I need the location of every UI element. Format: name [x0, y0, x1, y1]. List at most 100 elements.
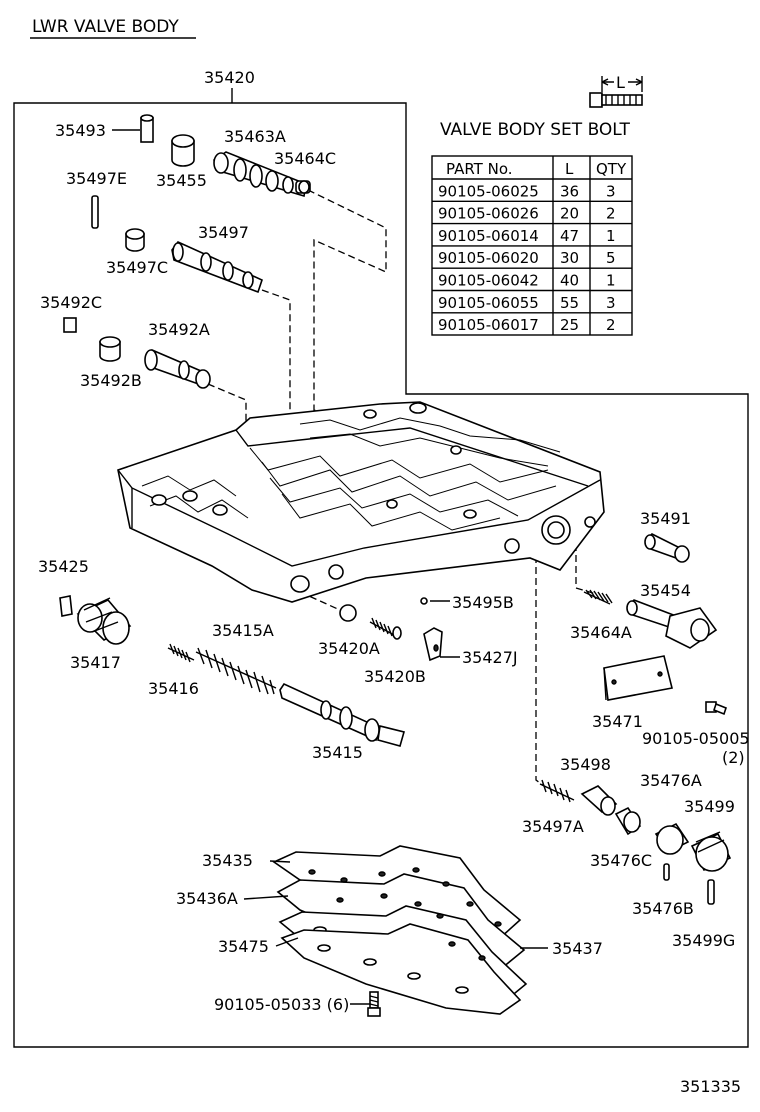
part-35495B-ball[interactable] — [420, 597, 428, 605]
callout-35437[interactable]: 35437 — [552, 939, 603, 958]
table-cell-qty: 2 — [606, 205, 616, 223]
callout-35492A[interactable]: 35492A — [148, 320, 210, 339]
part-35476B-pin[interactable] — [663, 863, 670, 881]
table-cell-length: 36 — [560, 182, 579, 200]
part-35420A-ball[interactable] — [339, 604, 357, 622]
table-cell-qty: 3 — [606, 294, 616, 312]
plate-slots — [308, 867, 502, 961]
part-90105-05005-bolt[interactable] — [705, 701, 727, 716]
callout-35476B[interactable]: 35476B — [632, 899, 694, 918]
table-cell-length: 30 — [560, 249, 579, 267]
table-cell-length: 47 — [560, 227, 579, 245]
part-35492B-plug[interactable] — [99, 336, 121, 362]
diagram-title: LWR VALVE BODY — [32, 17, 179, 37]
part-35497E-pin[interactable] — [91, 195, 99, 229]
callout-35491[interactable]: 35491 — [640, 509, 691, 528]
bolt-table-title: VALVE BODY SET BOLT — [440, 120, 630, 140]
table-cell-length: 40 — [560, 272, 579, 290]
callout-35464A[interactable]: 35464A — [570, 623, 632, 642]
part-35499G-pin[interactable] — [707, 879, 715, 905]
callout-35464C[interactable]: 35464C — [274, 149, 336, 168]
table-cell-part-no[interactable]: 90105-06026 — [438, 205, 539, 223]
callout-35436A[interactable]: 35436A — [176, 889, 238, 908]
callout-35420A[interactable]: 35420A — [318, 639, 380, 658]
callout-90105-05005[interactable]: 90105-05005 — [642, 729, 750, 748]
part-35493-pin[interactable] — [140, 114, 154, 143]
callout-35417[interactable]: 35417 — [70, 653, 121, 672]
callout-35471[interactable]: 35471 — [592, 712, 643, 731]
part-35471-plate[interactable] — [603, 655, 673, 701]
table-cell-qty: 2 — [606, 316, 616, 334]
table-cell-part-no[interactable]: 90105-06055 — [438, 294, 539, 312]
table-cell-part-no[interactable]: 90105-06020 — [438, 249, 539, 267]
part-35437-gasket[interactable] — [280, 923, 522, 1015]
part-35497C-plug[interactable] — [125, 228, 145, 252]
callout-35415A[interactable]: 35415A — [212, 621, 274, 640]
part-35498-sleeve[interactable] — [580, 785, 618, 816]
callout-35476C[interactable]: 35476C — [590, 851, 652, 870]
callout-35497C[interactable]: 35497C — [106, 258, 168, 277]
part-35499-plug[interactable] — [690, 831, 732, 872]
part-35415-valve[interactable] — [279, 682, 405, 747]
callout-35493[interactable]: 35493 — [55, 121, 106, 140]
bolt-length-label: L — [616, 73, 625, 92]
callout-35497E[interactable]: 35497E — [66, 169, 127, 188]
table-cell-length: 25 — [560, 316, 579, 334]
diagram-id: 351335 — [680, 1077, 741, 1096]
part-35454-valve[interactable] — [626, 599, 718, 649]
assembly-frame — [13, 102, 749, 1048]
part-35492C-plug[interactable] — [63, 317, 77, 333]
part-35425-plug[interactable] — [59, 595, 73, 617]
table-cell-part-no[interactable]: 90105-06025 — [438, 182, 539, 200]
callout-35425[interactable]: 35425 — [38, 557, 89, 576]
callout-90105-05005-qty: (2) — [722, 748, 745, 767]
callout-35455[interactable]: 35455 — [156, 171, 207, 190]
callout-35497[interactable]: 35497 — [198, 223, 249, 242]
table-cell-length: 55 — [560, 294, 579, 312]
part-35497-valve[interactable] — [171, 241, 263, 294]
callout-35415[interactable]: 35415 — [312, 743, 363, 762]
part-35497A-spring[interactable] — [539, 779, 575, 803]
callout-35492B[interactable]: 35492B — [80, 371, 142, 390]
callout-35495B[interactable]: 35495B — [452, 593, 514, 612]
table-cell-part-no[interactable]: 90105-06017 — [438, 316, 539, 334]
callout-35499[interactable]: 35499 — [684, 797, 735, 816]
part-35491-plug[interactable] — [644, 533, 690, 563]
callout-35476A[interactable]: 35476A — [640, 771, 702, 790]
callout-35435[interactable]: 35435 — [202, 851, 253, 870]
table-cell-qty: 5 — [606, 249, 616, 267]
part-35464C-spring[interactable] — [295, 180, 311, 194]
part-35463A-valve[interactable] — [213, 151, 307, 198]
callout-35463A[interactable]: 35463A — [224, 127, 286, 146]
table-header-part-no: PART No. — [446, 160, 513, 178]
part-35476C-plug[interactable] — [614, 806, 642, 836]
part-35476A-plug[interactable] — [654, 822, 690, 855]
table-header-qty: QTY — [596, 160, 627, 178]
callout-35497A[interactable]: 35497A — [522, 817, 584, 836]
part-90105-05033-bolt[interactable] — [367, 991, 381, 1017]
callout-35454[interactable]: 35454 — [640, 581, 691, 600]
part-35415A-spring[interactable] — [195, 647, 277, 695]
callout-35416[interactable]: 35416 — [148, 679, 199, 698]
part-35427J-seat[interactable] — [423, 627, 443, 662]
part-35455-plug[interactable] — [171, 134, 195, 167]
callout-35498[interactable]: 35498 — [560, 755, 611, 774]
callout-35492C[interactable]: 35492C — [40, 293, 102, 312]
part-35417-plug[interactable] — [76, 597, 132, 645]
table-cell-part-no[interactable]: 90105-06042 — [438, 272, 539, 290]
callout-35420B[interactable]: 35420B — [364, 667, 426, 686]
part-35464A-spring[interactable] — [583, 589, 613, 605]
part-35416-spring[interactable] — [167, 643, 195, 663]
callout-35499G[interactable]: 35499G — [672, 931, 735, 950]
table-cell-part-no[interactable]: 90105-06014 — [438, 227, 539, 245]
part-35420B-spring[interactable] — [369, 617, 402, 640]
assembly-number[interactable]: 35420 — [204, 68, 255, 87]
lower-valve-body[interactable] — [117, 401, 605, 603]
leader-lines — [243, 600, 548, 1005]
table-cell-qty: 3 — [606, 182, 616, 200]
part-35492A-valve[interactable] — [144, 349, 211, 389]
callout-35475[interactable]: 35475 — [218, 937, 269, 956]
callout-35427J[interactable]: 35427J — [462, 648, 518, 667]
callout-90105-05033[interactable]: 90105-05033 (6) — [214, 995, 349, 1014]
